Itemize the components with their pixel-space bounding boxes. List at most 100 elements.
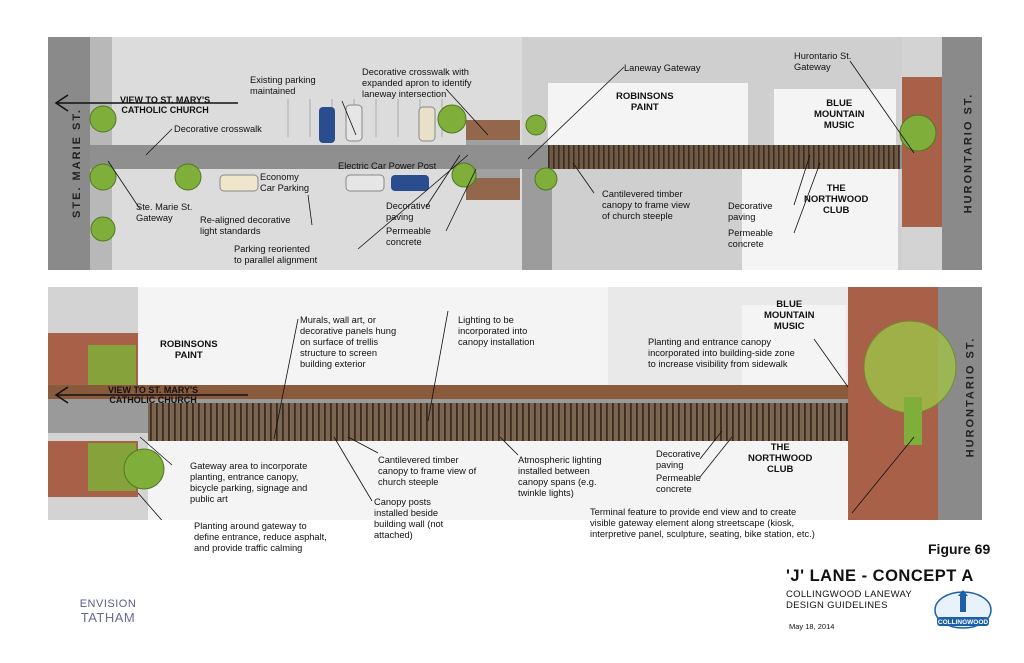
permeable-concrete-right-annotation: Permeable concrete bbox=[728, 228, 773, 250]
atmospheric-lighting-annotation: Atmospheric lighting installed between c… bbox=[518, 455, 602, 499]
northwood-club-label: THE NORTHWOOD CLUB bbox=[748, 442, 812, 475]
canopy-posts-annotation-continued: building wall (not attached) bbox=[374, 519, 443, 541]
annotation-line: Car Parking bbox=[260, 183, 310, 193]
envision-tatham-logo: ENVISION TATHAM bbox=[78, 598, 138, 625]
envision-logo-text: ENVISION bbox=[79, 598, 137, 610]
annotation-line: concrete bbox=[386, 237, 422, 247]
annotation-line: Planting and entrance canopy bbox=[648, 337, 772, 347]
building-label-line: ROBINSONS bbox=[160, 339, 218, 350]
plan-top: STE. MARIE ST. HURONTARIO ST. VIEW TO ST… bbox=[48, 37, 982, 270]
annotation-line: paving bbox=[656, 460, 684, 470]
timber-canopy bbox=[148, 403, 848, 441]
annotation-line: Re-aligned decorative bbox=[200, 215, 291, 225]
decorative-paving-annotation: Decorative paving bbox=[386, 201, 430, 223]
annotation-line: Hurontario St. bbox=[794, 51, 852, 61]
annotation-line: Cantilevered timber bbox=[378, 455, 459, 465]
car bbox=[391, 175, 429, 191]
annotation-line: Atmospheric lighting bbox=[518, 455, 602, 465]
building-label-line: THE bbox=[770, 442, 790, 453]
ste-marie-street bbox=[48, 37, 90, 270]
collingwood-logo-text: COLLINGWOOD bbox=[938, 619, 988, 626]
annotation-line: Lighting to be bbox=[458, 315, 514, 325]
annotation-line: church steeple bbox=[378, 477, 439, 487]
figure-title: 'J' LANE - CONCEPT A bbox=[786, 567, 974, 585]
hurontario-street-label: HURONTARIO ST. bbox=[962, 92, 975, 214]
annotation-line: canopy spans (e.g. bbox=[518, 477, 597, 487]
cantilevered-canopy-annotation: Cantilevered timber canopy to frame view… bbox=[378, 455, 476, 488]
view-label-line: CATHOLIC CHURCH bbox=[109, 395, 197, 405]
annotation-line: Gateway bbox=[794, 62, 831, 72]
annotation-line: concrete bbox=[656, 484, 692, 494]
hurontario-gateway-annotation: Hurontario St. Gateway bbox=[794, 51, 851, 73]
figure-date: May 18, 2014 bbox=[789, 622, 835, 631]
hurontario-sidewalk bbox=[902, 77, 942, 227]
view-label-line: VIEW TO ST. MARY'S bbox=[120, 95, 211, 105]
car bbox=[345, 174, 385, 192]
figure-subtitle-line: DESIGN GUIDELINES bbox=[786, 600, 888, 611]
annotation-line: Planting around gateway to bbox=[194, 521, 307, 531]
decorative-crosswalk-apron-annotation: Decorative crosswalk with expanded apron… bbox=[362, 67, 472, 100]
annotation-line: attached) bbox=[374, 530, 413, 540]
electric-car-annotation: Electric Car Power Post bbox=[338, 161, 437, 171]
annotation-line: of church steeple bbox=[602, 211, 673, 221]
building-label-line: ROBINSONS bbox=[616, 91, 674, 102]
annotation-line: canopy installation bbox=[458, 337, 535, 347]
annotation-line: planting, entrance canopy, bbox=[190, 472, 299, 482]
annotation-line: installed beside bbox=[374, 508, 439, 518]
building-label-line: PAINT bbox=[174, 350, 203, 361]
northwood-club-label: THE NORTHWOOD CLUB bbox=[804, 183, 868, 216]
annotation-line: incorporated into building-side zone bbox=[648, 348, 795, 358]
blue-mountain-music-building bbox=[774, 89, 896, 147]
realigned-light-annotation: Re-aligned decorative light standards bbox=[200, 215, 290, 237]
annotation-line: define entrance, reduce asphalt, bbox=[194, 532, 327, 542]
annotation-line: to increase visibility from sidewalk bbox=[648, 359, 788, 369]
terminal-feature bbox=[904, 397, 922, 445]
car bbox=[345, 104, 363, 142]
annotation-line: Murals, wall art, or bbox=[300, 315, 376, 325]
annotation-line: Cantilevered timber bbox=[602, 189, 683, 199]
annotation-line: Decorative bbox=[656, 449, 701, 459]
canopy-posts-annotation: Canopy posts installed beside bbox=[374, 497, 438, 519]
building-label-line: MOUNTAIN bbox=[814, 109, 865, 120]
annotation-line: concrete bbox=[728, 239, 764, 249]
annotation-line: Economy bbox=[260, 172, 299, 182]
building-label-line: NORTHWOOD bbox=[748, 453, 813, 464]
robinsons-paint-building bbox=[138, 287, 608, 385]
building-label-line: MUSIC bbox=[773, 321, 805, 332]
annotation-line: paving bbox=[386, 212, 414, 222]
hurontario-street bbox=[942, 37, 982, 270]
cantilevered-canopy-annotation: Cantilevered timber canopy to frame view… bbox=[602, 189, 690, 222]
building-label-line: THE bbox=[826, 183, 846, 194]
annotation-line: and provide traffic calming bbox=[194, 543, 303, 553]
canopy-lighting-annotation: Lighting to be incorporated into canopy … bbox=[458, 315, 535, 348]
annotation-line: expanded apron to identify bbox=[362, 78, 472, 88]
gateway-tree bbox=[123, 448, 165, 490]
permeable-concrete-annotation: Permeable concrete bbox=[386, 226, 431, 248]
collingwood-logo: COLLINGWOOD bbox=[934, 590, 992, 629]
annotation-line: Canopy posts bbox=[374, 497, 431, 507]
annotation-line: building wall (not bbox=[374, 519, 444, 529]
view-label-line: CATHOLIC CHURCH bbox=[121, 105, 209, 115]
annotation-line: maintained bbox=[250, 86, 296, 96]
planting-gateway-annotation: Planting around gateway to define entran… bbox=[194, 521, 327, 554]
annotation-line: Gateway bbox=[136, 213, 173, 223]
building-label-line: MOUNTAIN bbox=[764, 310, 815, 321]
figure-number: Figure 69 bbox=[928, 541, 991, 557]
decorative-crosswalk-annotation: Decorative crosswalk bbox=[174, 124, 262, 134]
annotation-line: incorporated into bbox=[458, 326, 528, 336]
building-label-line: BLUE bbox=[776, 299, 803, 310]
annotation-line: twinkle lights) bbox=[518, 488, 574, 498]
decorative-paving-annotation: Decorative paving bbox=[656, 449, 700, 471]
annotation-line: building exterior bbox=[300, 359, 366, 369]
building-label-line: CLUB bbox=[767, 464, 794, 475]
plan-top-drawing bbox=[48, 37, 982, 270]
terminal-feature-annotation: Terminal feature to provide end view and… bbox=[590, 507, 815, 540]
building-label-line: PAINT bbox=[630, 102, 659, 113]
annotation-line: canopy to frame view of bbox=[378, 466, 477, 476]
annotation-line: Permeable bbox=[728, 228, 773, 238]
plan-bottom-drawing bbox=[48, 287, 982, 520]
annotation-line: Terminal feature to provide end view and… bbox=[590, 507, 797, 517]
laneway-gateway-annotation: Laneway Gateway bbox=[624, 63, 701, 73]
blue-mountain-music-label: BLUE MOUNTAIN MUSIC bbox=[814, 98, 864, 131]
plan-bottom: HURONTARIO ST. VIEW TO ST. MARY'S CATHOL… bbox=[48, 287, 982, 520]
